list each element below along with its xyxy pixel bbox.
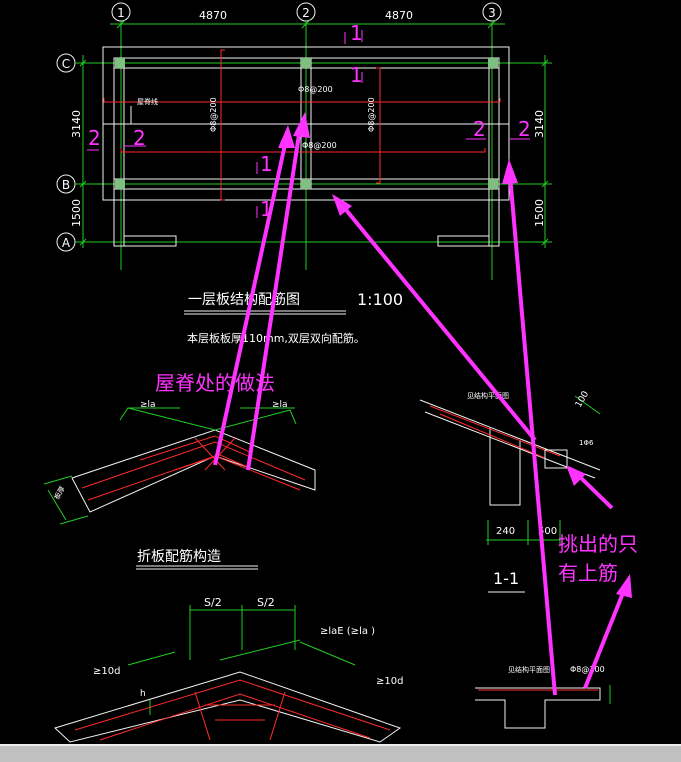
fold-s2-right: S/2 (257, 596, 275, 609)
dim-3140-left: 3140 (70, 110, 83, 138)
section-mark-1a: 1 (350, 21, 363, 45)
axis-label-3: 3 (488, 6, 496, 20)
section-mark-2c: 2 (473, 117, 486, 141)
section-beam-note: 见结构平面图 (467, 391, 509, 400)
fold-lae: ≥laE (≥la ) (320, 626, 375, 637)
axis-label-b: B (62, 178, 70, 192)
fold-10d-left: ≥10d (93, 666, 120, 677)
plan-rebar (103, 49, 501, 201)
plan-scale: 1:100 (357, 290, 403, 309)
fold-s2-left: S/2 (204, 596, 222, 609)
section-mark-1c: 1 (260, 152, 273, 176)
plan-title: 一层板结构配筋图 (188, 291, 300, 308)
axis-label-1: 1 (117, 6, 125, 20)
dim-4870-right: 4870 (385, 9, 413, 22)
section-rebar-1phi6: 1Φ6 (579, 439, 594, 447)
plan-magenta-marks (87, 30, 530, 218)
rebar-label-vright: Φ8@200 (367, 97, 376, 132)
columns (115, 58, 498, 189)
ridge-la-right: ≥la (272, 400, 288, 410)
axis-label-c: C (62, 57, 70, 71)
cantilever-beam-note: 见结构平面图 (508, 665, 550, 674)
section-mark-2d: 2 (518, 117, 531, 141)
fold-title: 折板配筋构造 (137, 548, 221, 565)
cantilever-annotation-line1: 挑出的只 (558, 532, 638, 556)
section-mark-2b: 2 (133, 126, 146, 150)
dim-3140-right: 3140 (533, 110, 546, 138)
horizontal-grid (75, 55, 552, 248)
fold-10d-right: ≥10d (376, 676, 403, 687)
structural-plan: 1 2 3 C B A 4870 4870 (56, 2, 552, 280)
fold-detail: S/2 S/2 ≥laE (≥la ) ≥10d ≥10d h (54, 596, 403, 743)
dim-1500-left: 1500 (70, 199, 83, 227)
ridge-detail: ≥la ≥la 板厚 (43, 400, 316, 525)
dim-1500-right: 1500 (533, 199, 546, 227)
ridge-note: 屋脊线 (137, 97, 158, 106)
section-title: 1-1 (493, 569, 519, 588)
axis-label-2: 2 (302, 6, 310, 20)
fold-h: h (140, 689, 146, 699)
rebar-label-top: Φ8@200 (298, 85, 333, 94)
section-dim-240: 240 (496, 526, 515, 537)
rebar-label-vleft: Φ8@200 (209, 97, 218, 132)
dim-4870-left: 4870 (199, 9, 227, 22)
annotation-arrows (213, 112, 632, 696)
cantilever-annotation-line2: 有上筋 (558, 561, 618, 585)
section-dim-500: 500 (538, 526, 557, 537)
cantilever-rebar: Φ8@100 (570, 665, 605, 674)
ridge-annotation: 屋脊处的做法 (155, 371, 275, 395)
status-bar (0, 744, 681, 762)
section-mark-2a: 2 (88, 126, 101, 150)
ridge-slab-thickness: 板厚 (52, 484, 67, 501)
section-mark-1b: 1 (350, 63, 363, 87)
section-detail: 见结构平面图 100 240 500 1Φ6 (419, 389, 601, 545)
cantilever-detail: 见结构平面图 Φ8@100 (475, 665, 611, 729)
plan-note: 本层板板厚110mm,双层双向配筋。 (187, 331, 365, 345)
ridge-la-left: ≥la (140, 400, 156, 410)
axis-label-a: A (62, 236, 71, 250)
rebar-label-mid: Φ8@200 (302, 141, 337, 150)
